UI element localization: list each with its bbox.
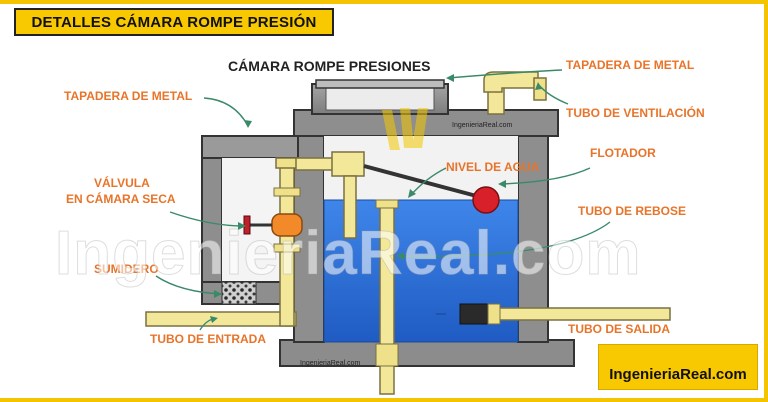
float-valve-body	[331, 151, 365, 177]
arrow-heads	[210, 74, 542, 323]
label-tubo-rebose: TUBO DE REBOSE	[578, 204, 687, 218]
label-valvula-2: EN CÁMARA SECA	[66, 192, 176, 206]
arrow-tapadera-right	[447, 69, 563, 79]
label-flotador: FLOTADOR	[590, 146, 656, 160]
brand-logo-text: IngenieriaReal.com	[609, 366, 747, 383]
inlet-coupling-2	[273, 243, 301, 253]
float-valve-outlet	[343, 175, 357, 239]
arrow-tapadera-left	[203, 97, 249, 127]
access-neck-inner	[325, 87, 435, 111]
label-tubo-ventilacion: TUBO DE VENTILACIÓN	[566, 106, 705, 120]
label-tubo-entrada: TUBO DE ENTRADA	[150, 332, 266, 346]
inlet-pipe-elbow	[275, 157, 299, 169]
label-tapadera-right: TAPADERA DE METAL	[566, 58, 695, 72]
small-mark-bottom: IngenieriaReal.com	[300, 360, 361, 367]
label-nivel-agua: NIVEL DE AGUA	[446, 160, 540, 174]
label-tapadera-left: TAPADERA DE METAL	[64, 89, 193, 103]
watermark-text: IngenieriaReal.com	[55, 219, 642, 289]
arrow-valvula	[169, 211, 245, 227]
arrow-flotador	[499, 167, 591, 185]
sump-gravel	[221, 281, 257, 305]
vent-pipe-elbow	[483, 71, 539, 93]
label-tubo-salida: TUBO DE SALIDA	[568, 322, 670, 336]
page-title: DETALLES CÁMARA ROMPE PRESIÓN	[31, 13, 317, 31]
frame-bottom-border	[0, 398, 768, 402]
overflow-coupling	[375, 343, 399, 367]
base-slab	[279, 339, 575, 367]
outlet-coupling	[487, 303, 501, 325]
dry-box-top	[201, 135, 299, 159]
float-ball	[472, 186, 500, 214]
frame-right-border	[764, 0, 768, 402]
metal-lid-top	[315, 79, 445, 89]
inlet-coupling-1	[273, 187, 301, 197]
outlet-pipe	[485, 307, 671, 321]
logo-stripes	[382, 108, 428, 150]
frame-top-border	[0, 0, 768, 4]
label-valvula-1: VÁLVULA	[94, 176, 150, 190]
overflow-pipe-mouth	[375, 199, 399, 209]
arrow-rebose	[397, 221, 611, 258]
label-sumidero: SUMIDERO	[94, 262, 159, 276]
outlet-strainer	[459, 303, 491, 325]
small-mark-top: IngenieriaReal.com	[452, 122, 513, 129]
brand-logo-box: IngenieriaReal.com	[598, 344, 758, 390]
diagram-main-title: CÁMARA ROMPE PRESIONES	[228, 58, 431, 74]
inlet-pipe-horizontal	[145, 311, 297, 327]
header-title-box: DETALLES CÁMARA ROMPE PRESIÓN	[14, 8, 334, 36]
